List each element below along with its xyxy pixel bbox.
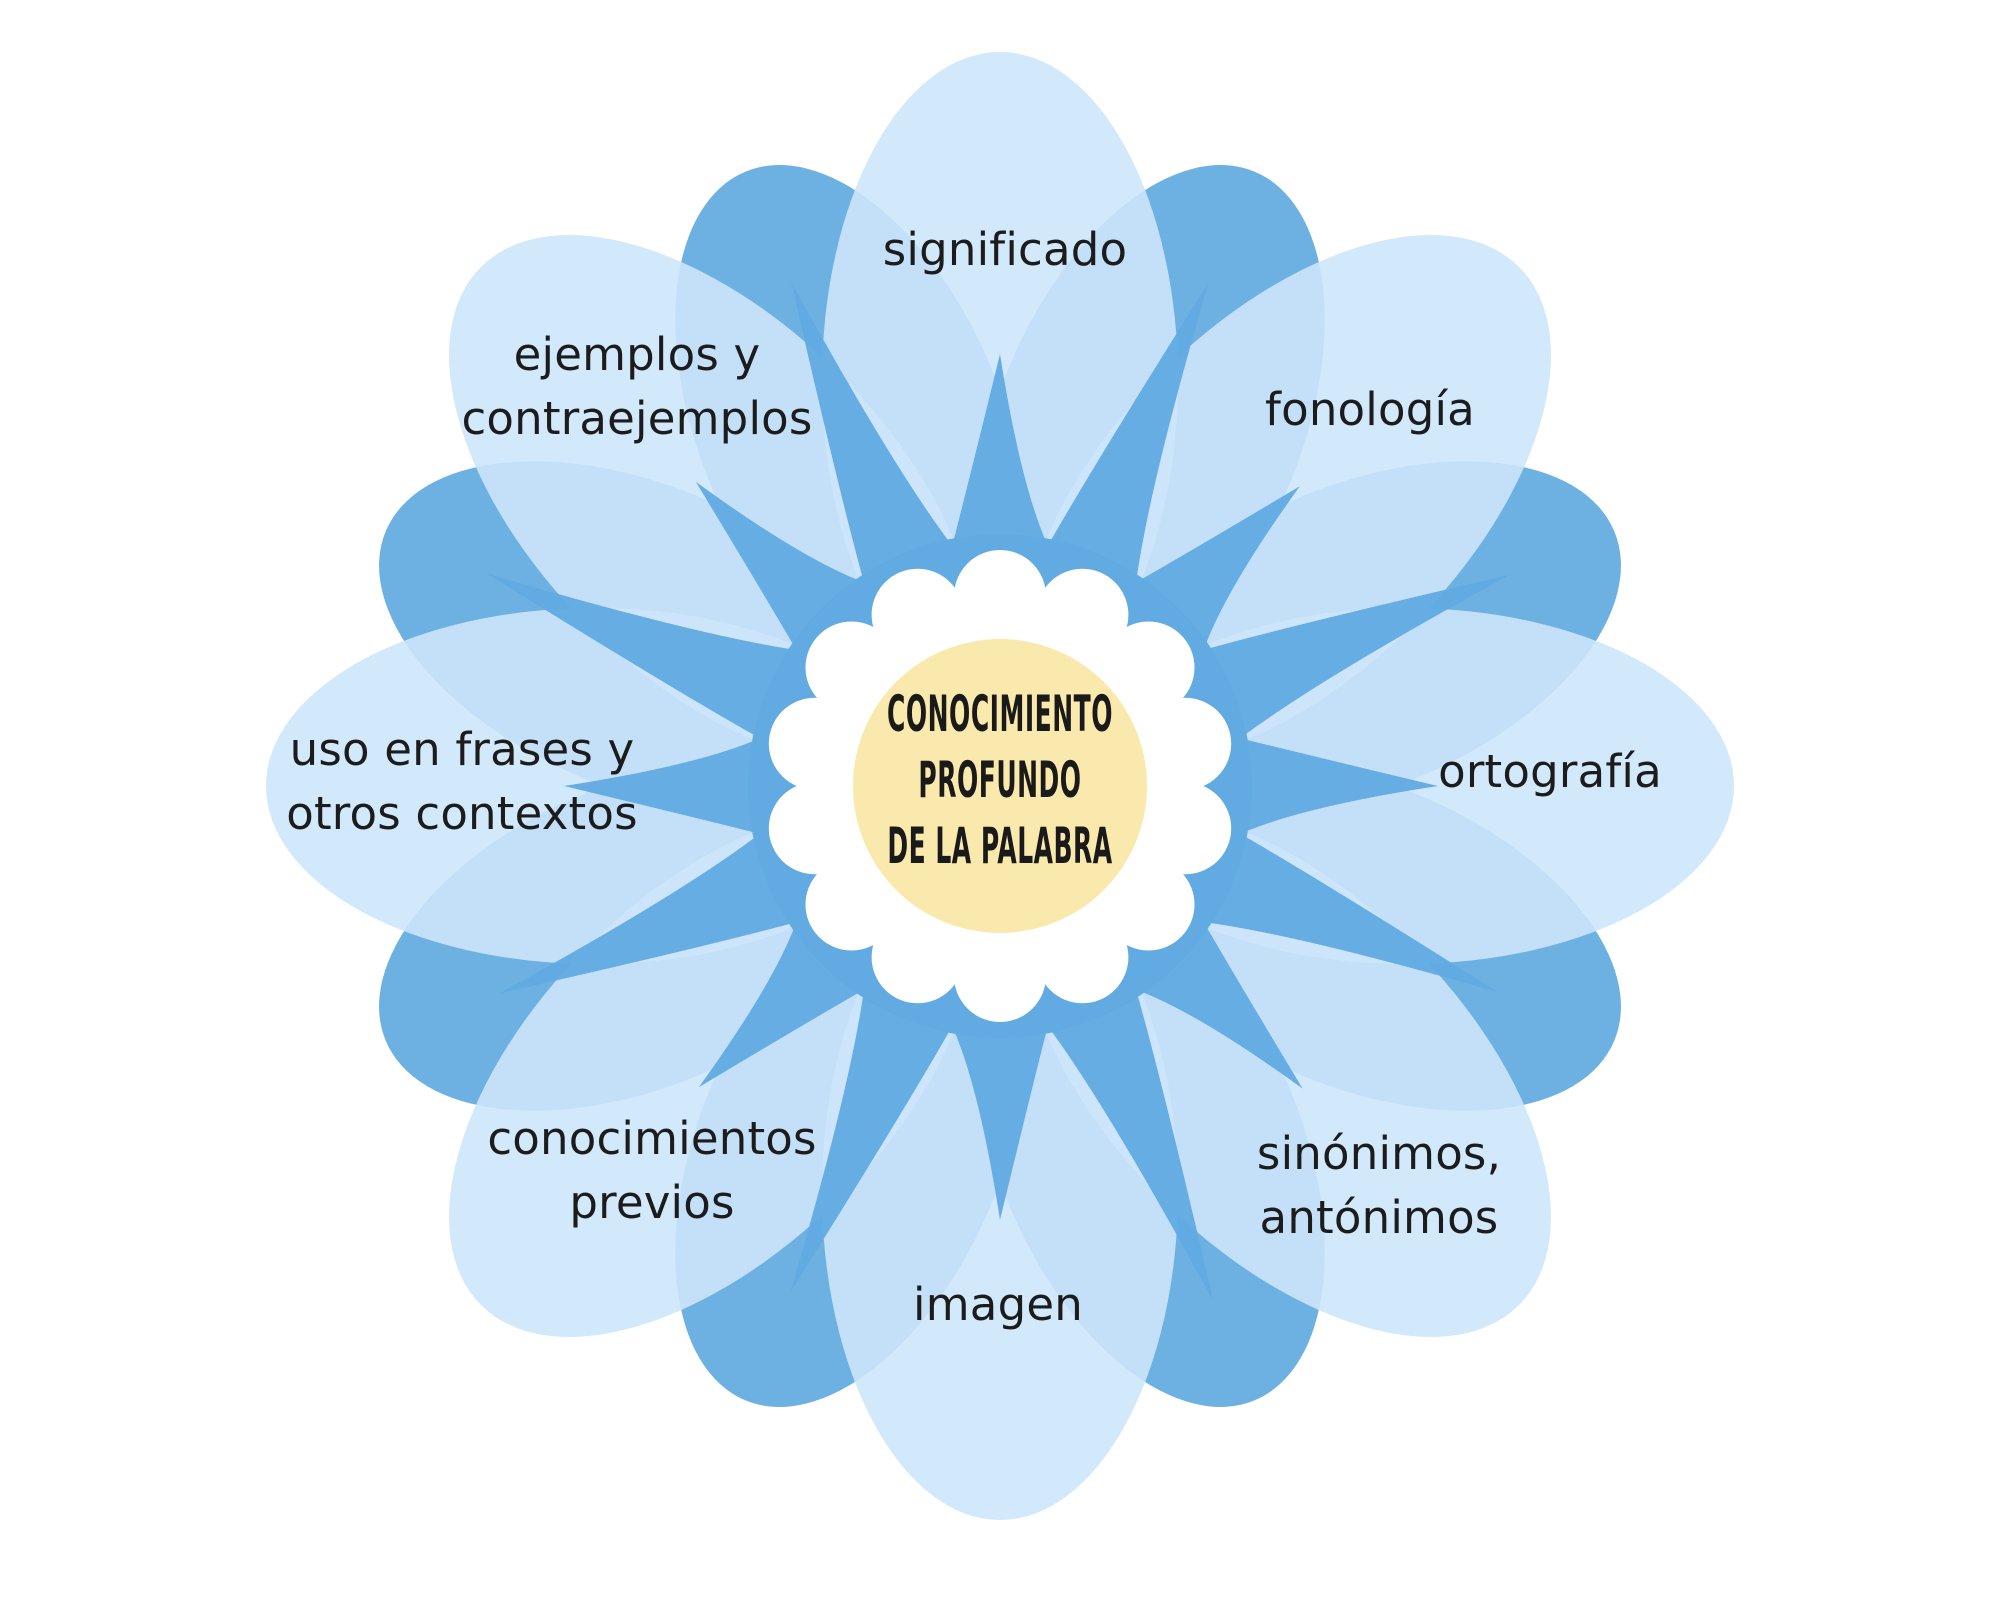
petal-label-imagen: imagen	[913, 1278, 1083, 1331]
petal-label-conocimientos-previos: conocimientos previos	[487, 1112, 817, 1229]
center-circle-label: CONOCIMIENTO PROFUNDO DE LA PALABRA	[887, 685, 1113, 875]
petal-label-ortografia: ortografía	[1438, 745, 1662, 798]
petal-label-sinonimos-antonimos: sinónimos, antónimos	[1256, 1127, 1502, 1244]
petal-label-uso-en-frases: uso en frases y otros contextos	[286, 723, 638, 840]
petal-label-fonologia: fonología	[1265, 383, 1475, 436]
center-circle-shape	[853, 639, 1147, 933]
petal-label-ejemplos-contraejemplos: ejemplos y contraejemplos	[461, 328, 813, 445]
petal-label-significado: significado	[882, 223, 1128, 276]
